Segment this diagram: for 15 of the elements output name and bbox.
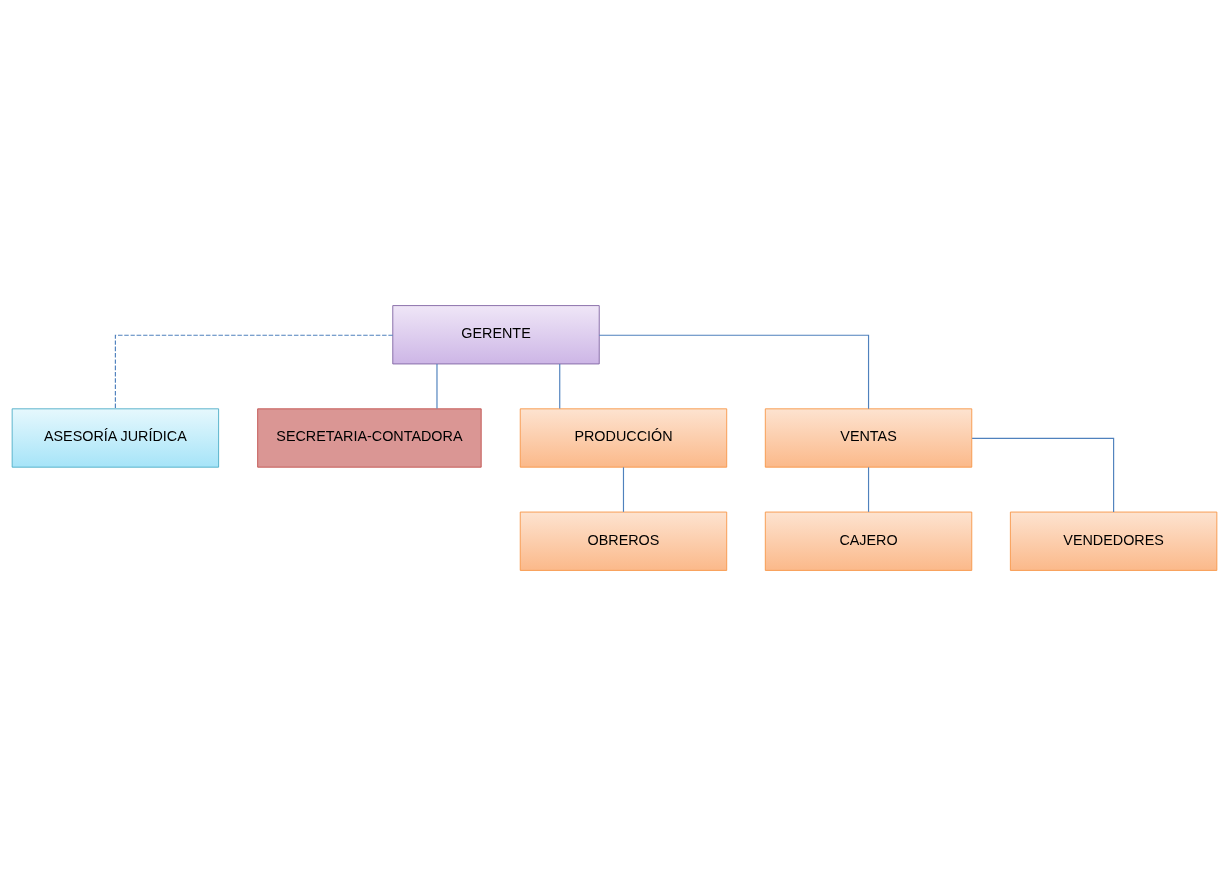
connector [559, 363, 561, 409]
node-box: CAJERO [764, 511, 973, 571]
node-box: ASESORÍA JURÍDICA [11, 407, 220, 468]
node-box: OBREROS [519, 511, 728, 571]
node-box: VENTAS [764, 407, 973, 468]
connector [598, 334, 870, 409]
connector [971, 437, 1115, 513]
connector [436, 363, 438, 409]
node-box: PRODUCCIÓN [519, 407, 728, 468]
connector [114, 334, 394, 409]
connector [867, 466, 870, 512]
node-box: VENDEDORES [1009, 511, 1218, 571]
connector [622, 466, 625, 512]
node-box: GERENTE [392, 304, 600, 364]
node-box: SECRETARIA-CONTADORA [257, 407, 482, 468]
